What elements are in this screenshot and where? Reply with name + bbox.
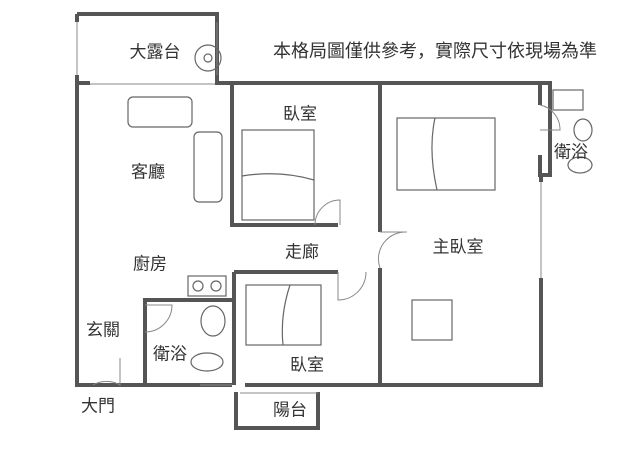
room-label-master-bedroom: 主臥室 (432, 237, 484, 258)
furniture (127, 44, 593, 372)
room-label-main-door: 大門 (81, 396, 115, 417)
bed-icon (245, 284, 322, 346)
sink-icon (573, 118, 593, 142)
walls (75, 12, 552, 430)
windows-and-doors (76, 22, 561, 394)
room-label-corridor: 走廊 (285, 242, 319, 263)
bathtub-icon (552, 89, 584, 111)
room-label-master-bath: 衛浴 (554, 142, 588, 163)
stove-icon (187, 275, 227, 297)
flower-icon (194, 44, 222, 72)
toilet-icon (567, 156, 593, 174)
room-label-bathroom: 衛浴 (153, 344, 187, 365)
room-label-terrace: 大露台 (129, 42, 181, 63)
toilet-icon (190, 352, 224, 372)
room-label-bedroom-2: 臥室 (290, 355, 324, 376)
sink-icon (200, 305, 226, 337)
sofa-icon (193, 131, 223, 203)
disclaimer-note: 本格局圖僅供參考，實際尺寸依現場為準 (273, 41, 597, 62)
sofa-icon (127, 96, 193, 128)
bed-icon (241, 129, 315, 221)
room-label-living-room: 客廳 (131, 162, 165, 183)
dining-table-icon (411, 299, 453, 341)
room-label-bedroom-1: 臥室 (283, 104, 317, 125)
room-label-entrance: 玄關 (86, 320, 120, 341)
room-label-kitchen: 廚房 (133, 254, 167, 275)
room-label-balcony: 陽台 (273, 400, 307, 421)
master-bed-icon (396, 117, 496, 191)
